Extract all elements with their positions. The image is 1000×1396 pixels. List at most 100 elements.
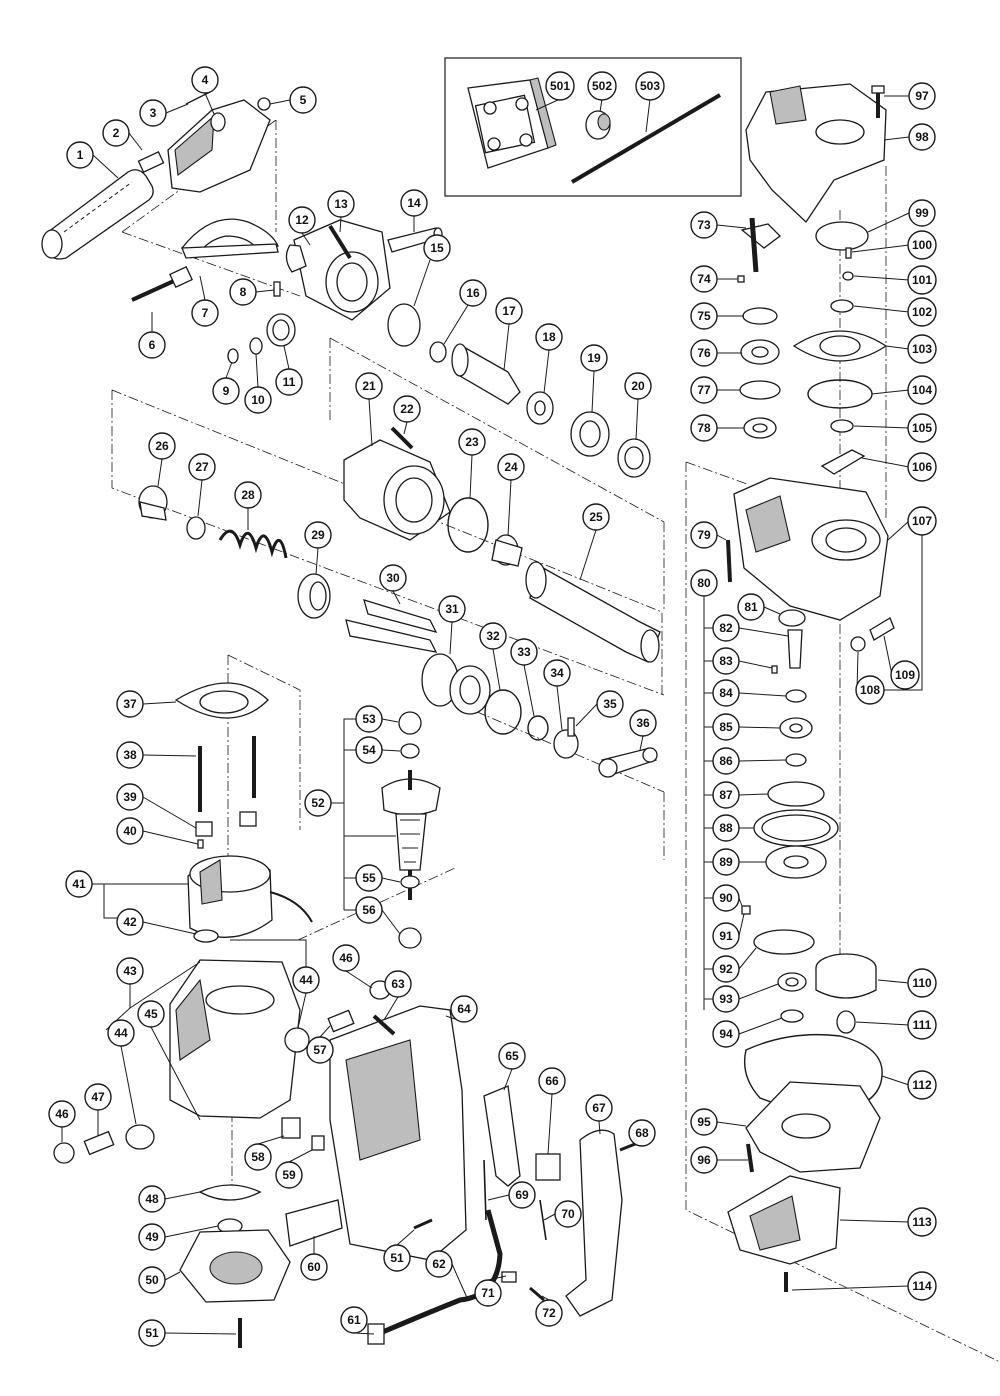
callout-circle <box>138 1185 166 1213</box>
callout-number: 78 <box>697 421 711 435</box>
callout-circle <box>629 709 657 737</box>
callout-number: 7 <box>202 306 209 320</box>
callout-circle <box>138 1319 166 1347</box>
callout-76: 76 <box>690 339 718 367</box>
callout-number: 6 <box>149 338 156 352</box>
callout-number: 86 <box>719 754 733 768</box>
callout-90: 90 <box>712 884 740 912</box>
callout-circle <box>907 506 937 536</box>
callout-circle <box>138 1223 166 1251</box>
callout-number: 77 <box>697 383 711 397</box>
callout-56: 56 <box>355 896 383 924</box>
callout-10: 10 <box>244 386 272 414</box>
callout-number: 41 <box>72 877 86 891</box>
callout-number: 34 <box>550 666 564 680</box>
callout-number: 56 <box>362 903 376 917</box>
callout-16: 16 <box>459 279 487 307</box>
callout-7: 7 <box>191 299 219 327</box>
callout-number: 70 <box>561 1207 575 1221</box>
callout-87: 87 <box>712 781 740 809</box>
callout-number: 40 <box>123 824 137 838</box>
callout-circle <box>400 189 428 217</box>
clutch-30 <box>345 599 438 653</box>
callout-number: 37 <box>123 697 137 711</box>
callout-number: 101 <box>912 273 932 287</box>
callout-55: 55 <box>355 864 383 892</box>
callout-number: 108 <box>860 683 880 697</box>
callout-circle <box>737 593 765 621</box>
callout-circle <box>138 1266 166 1294</box>
callout-number: 58 <box>251 1150 265 1164</box>
callout-number: 46 <box>339 951 353 965</box>
callout-circle <box>244 1143 272 1171</box>
screws-38 <box>198 736 256 812</box>
callout-62: 62 <box>425 1250 453 1278</box>
callout-number: 103 <box>912 342 932 356</box>
callout-number: 26 <box>155 439 169 453</box>
brush-holders-39-40 <box>195 811 257 849</box>
callout-circle <box>139 99 167 127</box>
callout-number: 96 <box>697 1153 711 1167</box>
callout-63: 63 <box>384 970 412 998</box>
callout-circle <box>355 864 383 892</box>
callout-circle <box>690 265 718 293</box>
callout-circle <box>712 1020 740 1048</box>
screw-97 <box>871 85 885 118</box>
bottom-cover-113-114 <box>727 1175 841 1292</box>
callout-number: 35 <box>603 697 617 711</box>
stick <box>570 93 722 184</box>
crank-cover-98 <box>745 83 887 224</box>
callout-circle <box>907 452 937 482</box>
screw-79 <box>726 539 732 583</box>
callout-number: 74 <box>697 272 711 286</box>
callout-circle <box>587 71 617 101</box>
callout-circle <box>690 1108 718 1136</box>
callout-5: 5 <box>289 86 317 114</box>
callout-44: 44 <box>292 966 320 994</box>
callout-82: 82 <box>712 614 740 642</box>
o-ring-27 <box>186 516 206 540</box>
callout-54: 54 <box>355 736 383 764</box>
retainer-26 <box>138 485 168 521</box>
callout-circle <box>508 1181 536 1209</box>
callout-number: 44 <box>299 973 313 987</box>
callout-number: 71 <box>481 1286 495 1300</box>
callout-number: 60 <box>307 1260 321 1274</box>
callout-circle <box>48 1100 76 1128</box>
callout-40: 40 <box>116 817 144 845</box>
callout-92: 92 <box>712 955 740 983</box>
side-handle-clamp <box>137 91 271 193</box>
callout-111: 111 <box>907 1010 937 1040</box>
callout-501: 501 <box>545 71 575 101</box>
callout-51: 51 <box>138 1319 166 1347</box>
callout-number: 76 <box>697 346 711 360</box>
callout-circle <box>907 230 937 260</box>
callout-number: 61 <box>347 1313 361 1327</box>
callout-circle <box>908 123 936 151</box>
callout-circle <box>712 848 740 876</box>
callout-number: 69 <box>515 1188 529 1202</box>
callout-65: 65 <box>498 1042 526 1070</box>
callout-circle <box>690 376 718 404</box>
callout-67: 67 <box>585 1094 613 1122</box>
callout-circle <box>543 659 571 687</box>
callout-42: 42 <box>116 908 144 936</box>
band-bolt <box>131 265 193 302</box>
callout-number: 95 <box>697 1115 711 1129</box>
callout-83: 83 <box>712 647 740 675</box>
side-handle-grip <box>41 169 154 260</box>
callout-19: 19 <box>580 344 608 372</box>
callout-number: 11 <box>283 375 296 389</box>
callout-108: 108 <box>855 675 885 705</box>
callout-circle <box>459 279 487 307</box>
callout-number: 3 <box>150 106 157 120</box>
callout-number: 88 <box>719 821 733 835</box>
callout-80: 80 <box>690 569 718 597</box>
callout-circle <box>138 331 166 359</box>
o-rings-15-16 <box>387 303 447 363</box>
callout-number: 5 <box>300 93 307 107</box>
callout-circle <box>458 428 486 456</box>
callout-circle <box>425 1250 453 1278</box>
callout-number: 102 <box>912 305 932 319</box>
